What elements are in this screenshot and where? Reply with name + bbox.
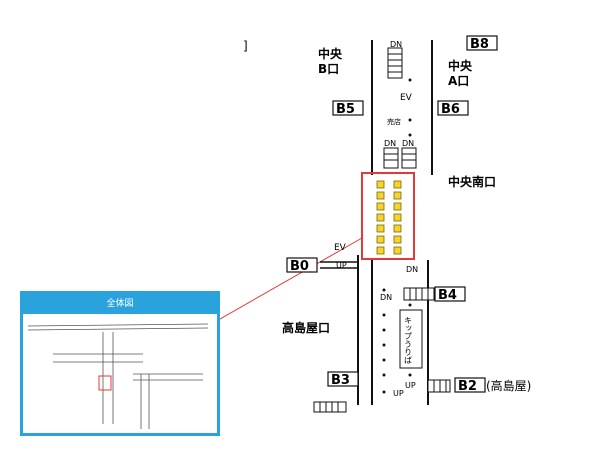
dn-mid-left: DN [384,139,396,148]
corridor-walls [357,40,433,405]
exit-chuo-b-line1: 中央 [318,46,343,61]
dn-lower-left: DN [380,293,392,302]
tag-b0: B0 [290,259,309,274]
ticket-gates [376,180,402,255]
ev-top: EV [400,93,413,103]
ticket-office-box [399,309,423,369]
dn-lower: DN [406,265,418,274]
exit-takashimaya: 高島屋口 [282,320,330,335]
exit-chuo-a-line1: 中央 [448,58,473,73]
dn-top: DN [390,40,402,49]
up-bottom-1: UP [405,381,416,390]
misc-top-bracket: ] [243,39,248,53]
up-b0: UP [336,261,347,270]
overview-title: 全体図 [23,294,217,314]
ev-gate: EV [334,243,347,253]
tag-b2: B2 [458,379,477,394]
b2-stairs [313,379,451,413]
b4-stairs [403,287,435,301]
kippu-label: キップうりば [404,316,413,364]
highlight-area [361,172,415,260]
exit-chuo-a-line2: A口 [448,74,469,88]
b0-corridor [320,261,358,269]
overview-map: 全体図 [20,291,220,436]
exit-tag-boxes [286,35,498,393]
tag-b5: B5 [336,102,355,117]
overview-thumbnail [27,323,209,429]
dn-mid-right: DN [402,139,414,148]
tag-b4: B4 [438,288,457,303]
stairs-top [383,47,417,169]
shop-label: 売店 [387,117,401,126]
overview-highlight [98,375,112,391]
exit-chuo-b-line2: B口 [318,62,339,76]
tag-b6: B6 [441,102,460,117]
up-bottom-2: UP [393,389,404,398]
exit-chuo-minami: 中央南口 [448,174,496,189]
tag-b8: B8 [470,37,489,52]
tag-b2-note: (高島屋) [486,378,531,393]
center-dots [382,78,412,394]
tag-b3: B3 [331,373,350,388]
